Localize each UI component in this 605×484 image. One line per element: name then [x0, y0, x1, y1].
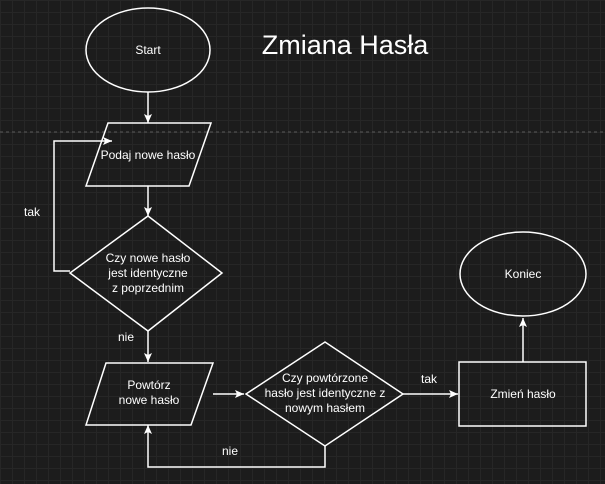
node-czy-nowe[interactable]: Czy nowe hasło jest identyczne z poprzed… — [68, 215, 224, 332]
diagram-title: Zmiana Hasła — [262, 30, 430, 60]
node-powtorz[interactable]: Powtórz nowe hasło — [84, 362, 215, 426]
node-czy-powtorzone[interactable]: Czy powtórzone hasło jest identyczne z n… — [244, 341, 405, 447]
edge-nie-back[interactable] — [144, 425, 326, 468]
node-powtorz-line-2: nowe hasło — [119, 393, 180, 407]
node-czy-nowe-line-3: z poprzednim — [112, 281, 184, 295]
edge-label-nie-back: nie — [222, 444, 238, 458]
node-podaj-label: Podaj nowe hasło — [101, 148, 196, 162]
node-start-label: Start — [135, 43, 161, 57]
node-czy-powtorzone-line-3: nowym hasłem — [285, 401, 365, 415]
node-czy-nowe-line-2: jest identyczne — [107, 266, 188, 280]
node-koniec-label: Koniec — [505, 267, 542, 281]
edge-tak-loop[interactable] — [53, 137, 112, 272]
edge-label-nie-down: nie — [118, 330, 134, 344]
node-start[interactable]: Start — [85, 7, 211, 93]
edge-label-tak-right: tak — [421, 372, 438, 386]
node-czy-nowe-line-1: Czy nowe hasło — [106, 251, 191, 265]
node-zmien-label: Zmień hasło — [490, 387, 556, 401]
node-koniec[interactable]: Koniec — [459, 231, 587, 317]
node-czy-powtorzone-line-2: hasło jest identyczne z — [265, 386, 386, 400]
node-czy-powtorzone-line-1: Czy powtórzone — [282, 371, 368, 385]
edge-label-tak-loop: tak — [24, 205, 41, 219]
node-zmien[interactable]: Zmień hasło — [458, 361, 587, 427]
node-podaj[interactable]: Podaj nowe hasło — [84, 122, 213, 187]
node-powtorz-line-1: Powtórz — [127, 378, 170, 392]
